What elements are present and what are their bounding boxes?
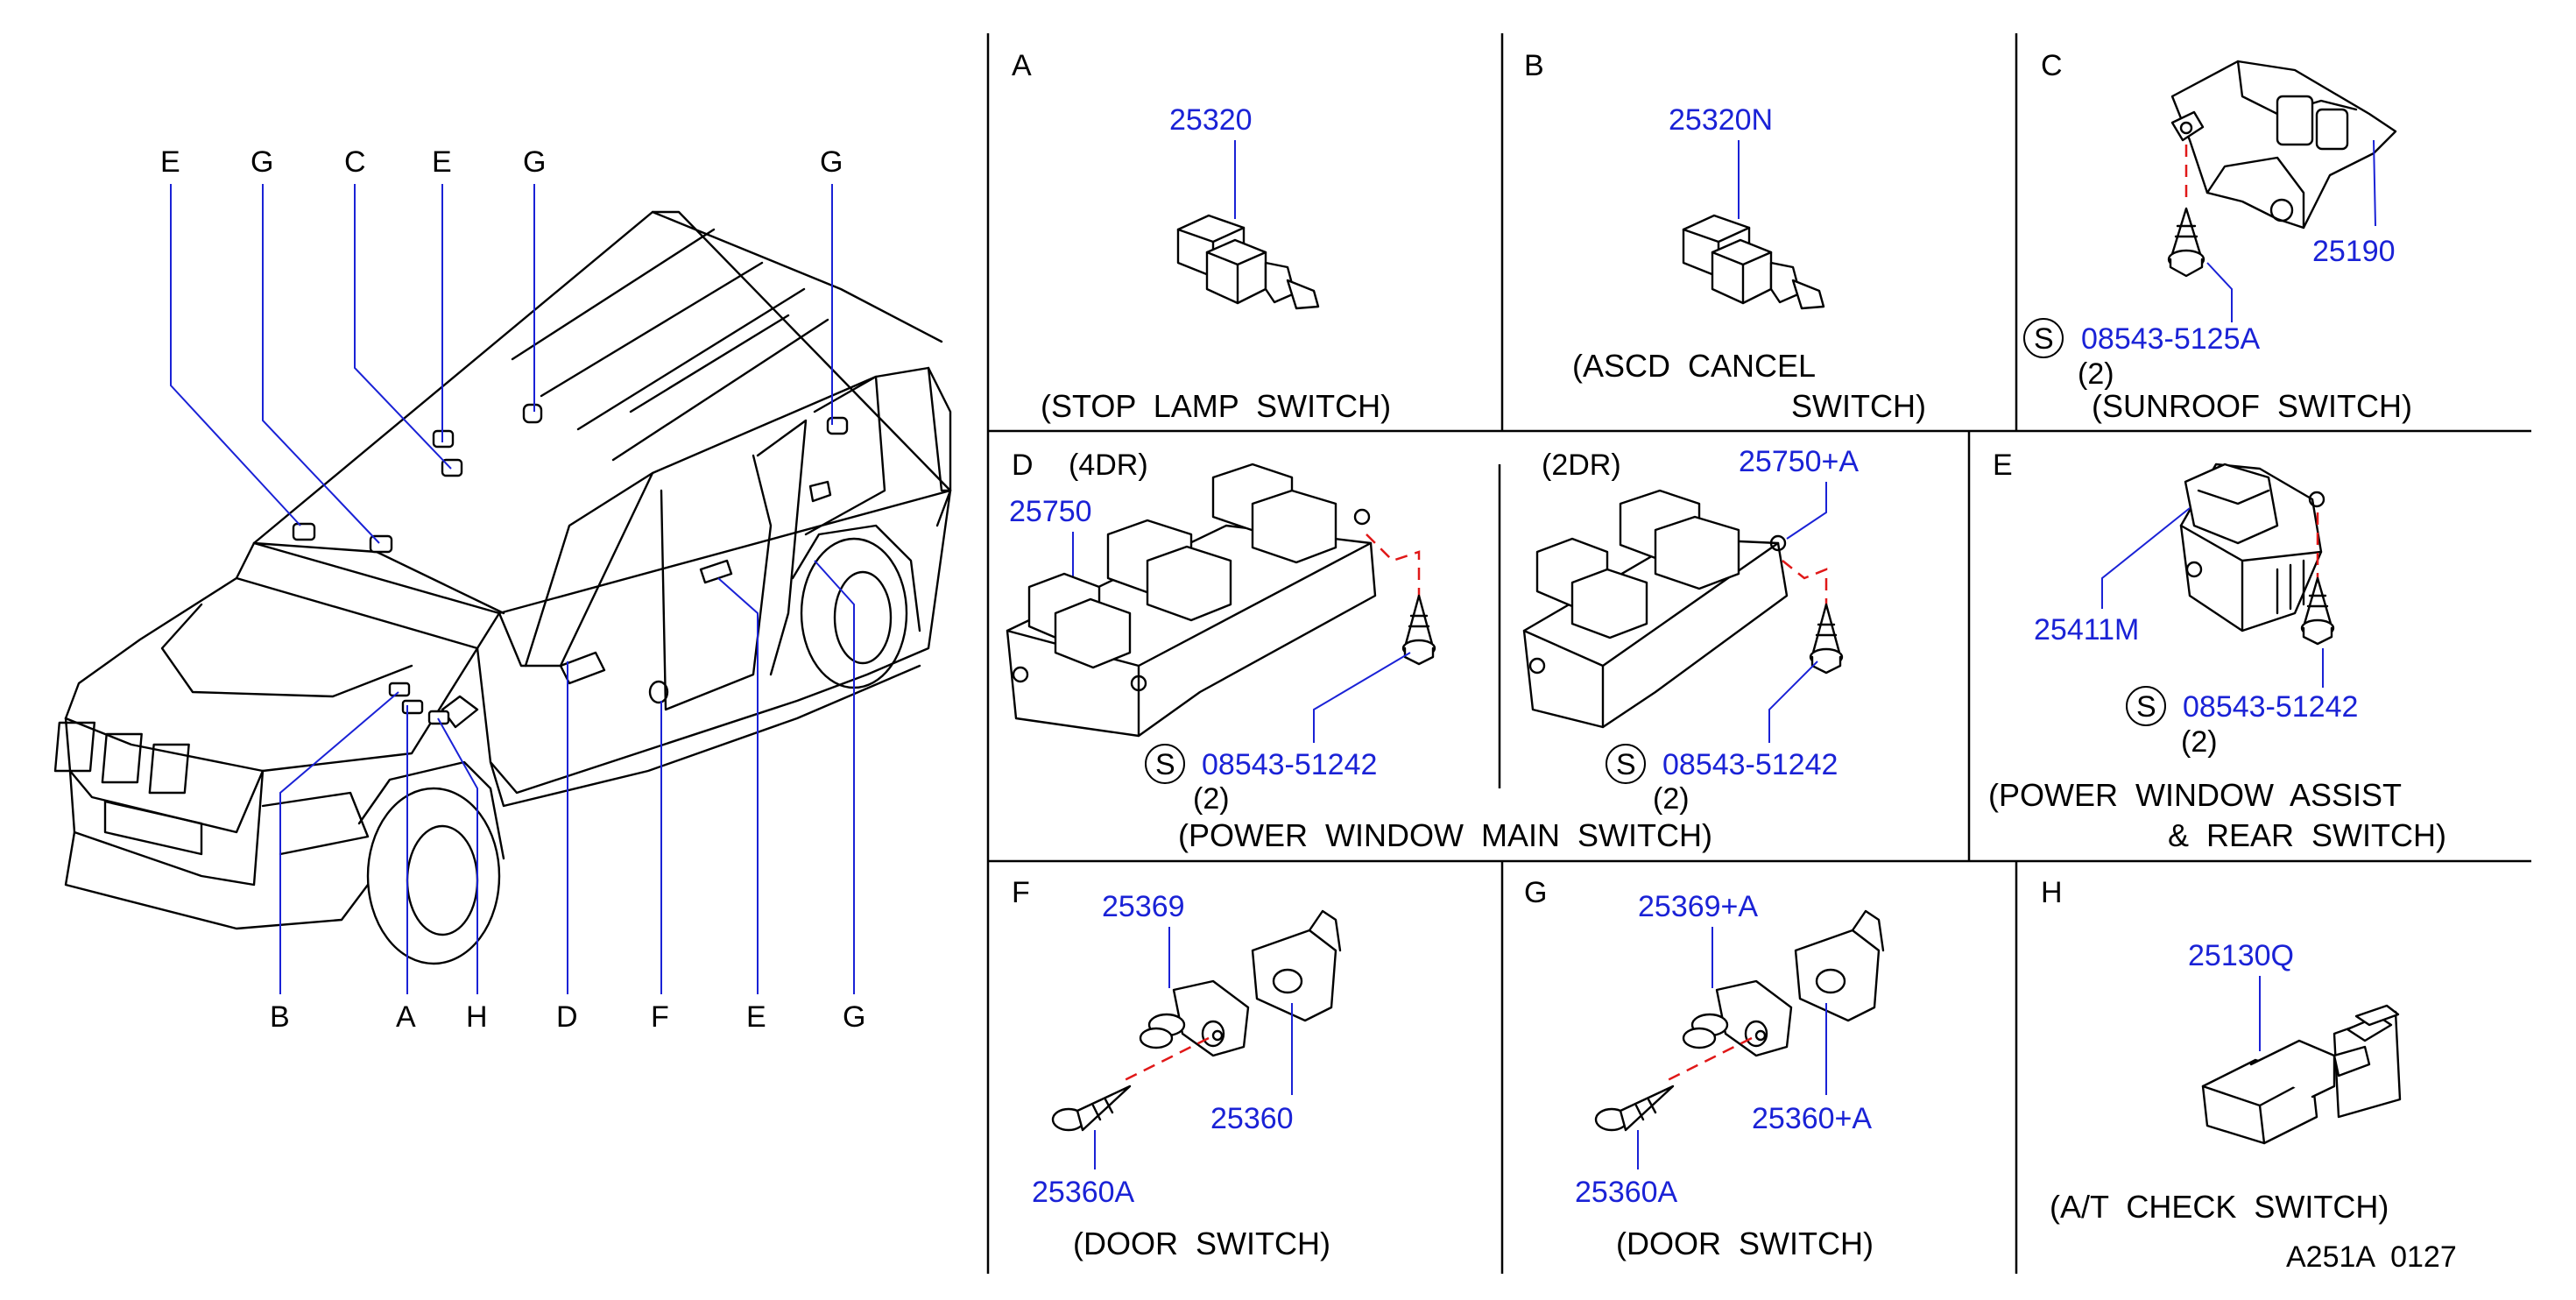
stop-lamp-switch-icon (1176, 214, 1320, 310)
screw-symbol-circle (2023, 318, 2064, 358)
part-number-switch: 25369+A (1638, 890, 1758, 923)
panel-letter: H (2041, 876, 2063, 909)
part-number-screw: 25360A (1575, 1176, 1678, 1209)
caption: (DOOR SWITCH) (1616, 1226, 1874, 1261)
panel-letter: G (1524, 876, 1547, 909)
screw-symbol: S (2034, 322, 2054, 356)
vehicle-label-top-5: G (523, 145, 546, 179)
variant-4dr: (4DR) (1069, 449, 1148, 482)
panel-b-ascd-cancel-switch: B 25320N (ASCD CANCEL SWITCH) (1524, 49, 1926, 424)
caption: (POWER WINDOW MAIN SWITCH) (1178, 817, 1712, 853)
panel-letter: C (2041, 49, 2063, 82)
part-number: 25411M (2034, 613, 2139, 646)
screw-qty: (2) (2181, 725, 2218, 759)
caption: (STOP LAMP SWITCH) (1041, 388, 1391, 424)
caption: (DOOR SWITCH) (1073, 1226, 1330, 1261)
ascd-cancel-switch-icon (1682, 214, 1825, 310)
panel-f-door-switch: F 25369 25360 25360A (DOOR SWITCH) (1012, 876, 1342, 1261)
part-number-screw: 08543-51242 (2183, 690, 2358, 724)
caption-line-2: & REAR SWITCH) (2168, 817, 2446, 853)
assist-switch-icon (2179, 463, 2325, 632)
part-number-switch: 25369 (1102, 890, 1185, 923)
diagram-code: A251A 0127 (2286, 1240, 2457, 1274)
screw-4dr-icon (1401, 594, 1436, 666)
part-number-switch: 25190 (2312, 235, 2396, 268)
part-number-4dr: 25750 (1009, 495, 1092, 528)
screw-symbol-circle-2dr (1606, 744, 1646, 784)
vehicle-label-bottom-2: A (396, 1000, 416, 1034)
panel-letter: E (1993, 449, 2013, 482)
vehicle-illustration: E G C E G G B A H D F E G (53, 145, 952, 1034)
sunroof-switch-icon (2170, 60, 2397, 230)
caption-line-1: (POWER WINDOW ASSIST (1988, 777, 2402, 813)
vehicle-label-bottom-7: G (843, 1000, 865, 1034)
part-number-screw-2dr: 08543-51242 (1662, 748, 1838, 781)
panel-e-power-window-assist-switch: E 25411M S 08543-51242 (2) (POWER WINDOW… (1988, 449, 2446, 853)
screw-icon (1051, 1085, 1132, 1132)
screw-icon (1594, 1085, 1675, 1132)
screw-qty: (2) (2078, 357, 2114, 391)
screw-symbol: S (2136, 690, 2156, 724)
vehicle-label-top-4: E (432, 145, 452, 179)
door-switch-bracket-icon (1251, 909, 1342, 1022)
vehicle-label-bottom-4: D (556, 1000, 578, 1034)
vehicle-label-top-3: C (344, 145, 366, 179)
vehicle-label-bottom-5: F (651, 1000, 669, 1034)
part-number-screw: 25360A (1032, 1176, 1135, 1209)
screw-qty-4dr: (2) (1193, 782, 1230, 816)
caption: (A/T CHECK SWITCH) (2050, 1189, 2389, 1225)
part-number: 25130Q (2188, 939, 2294, 972)
main-switch-4dr-icon (1006, 463, 1377, 738)
part-number: 25320N (1669, 103, 1773, 137)
panel-d-power-window-main-switch: D (4DR) (2DR) 25750 S 08543-51242 (1006, 445, 1859, 853)
variant-2dr: (2DR) (1542, 449, 1621, 482)
part-number-bracket: 25360 (1210, 1102, 1294, 1135)
part-number: 25320 (1169, 103, 1253, 137)
panel-letter: A (1012, 49, 1032, 82)
vehicle-label-top-6: G (820, 145, 843, 179)
panel-h-at-check-switch: H 25130Q (A/T CHECK SWITCH) (2041, 876, 2402, 1225)
screw-icon (2300, 576, 2335, 646)
screw-symbol-circle-4dr (1145, 744, 1185, 784)
vehicle-label-bottom-1: B (270, 1000, 290, 1034)
caption-line-2: SWITCH) (1791, 388, 1926, 424)
screw-2dr-icon (1809, 603, 1844, 675)
panel-letter: F (1012, 876, 1030, 909)
at-check-switch-icon (2201, 1004, 2402, 1145)
panel-letter: B (1524, 49, 1544, 82)
vehicle-label-top-2: G (251, 145, 273, 179)
screw-icon (2167, 207, 2205, 278)
screw-symbol-2dr: S (1616, 748, 1636, 781)
panel-c-sunroof-switch: C 25190 S 08543-5125A (2) (SUNROOF SWITC… (2023, 49, 2412, 424)
screw-symbol-circle (2126, 686, 2166, 726)
panel-letter: D (1012, 449, 1034, 482)
screw-qty-2dr: (2) (1653, 782, 1690, 816)
door-switch-plunger-icon (1682, 979, 1793, 1057)
part-number-bracket: 25360+A (1752, 1102, 1872, 1135)
vehicle-label-top-1: E (160, 145, 180, 179)
vehicle-label-bottom-3: H (466, 1000, 488, 1034)
part-number-2dr: 25750+A (1739, 445, 1859, 478)
panel-a-stop-lamp-switch: A 25320 (STOP LAMP SWITCH) (1012, 49, 1391, 424)
panel-grid (986, 33, 2531, 1274)
vehicle-label-bottom-6: E (746, 1000, 766, 1034)
part-number-screw: 08543-5125A (2081, 322, 2261, 356)
main-switch-2dr-icon (1522, 489, 1789, 729)
caption-line-1: (ASCD CANCEL (1572, 348, 1816, 384)
part-number-screw-4dr: 08543-51242 (1202, 748, 1377, 781)
door-switch-bracket-icon (1794, 909, 1885, 1022)
screw-symbol-4dr: S (1155, 748, 1175, 781)
panel-g-door-switch: G 25369+A 25360+A 25360A (DOOR SWITCH) (1524, 876, 1885, 1261)
caption: (SUNROOF SWITCH) (2092, 388, 2412, 424)
door-switch-plunger-icon (1139, 979, 1250, 1057)
